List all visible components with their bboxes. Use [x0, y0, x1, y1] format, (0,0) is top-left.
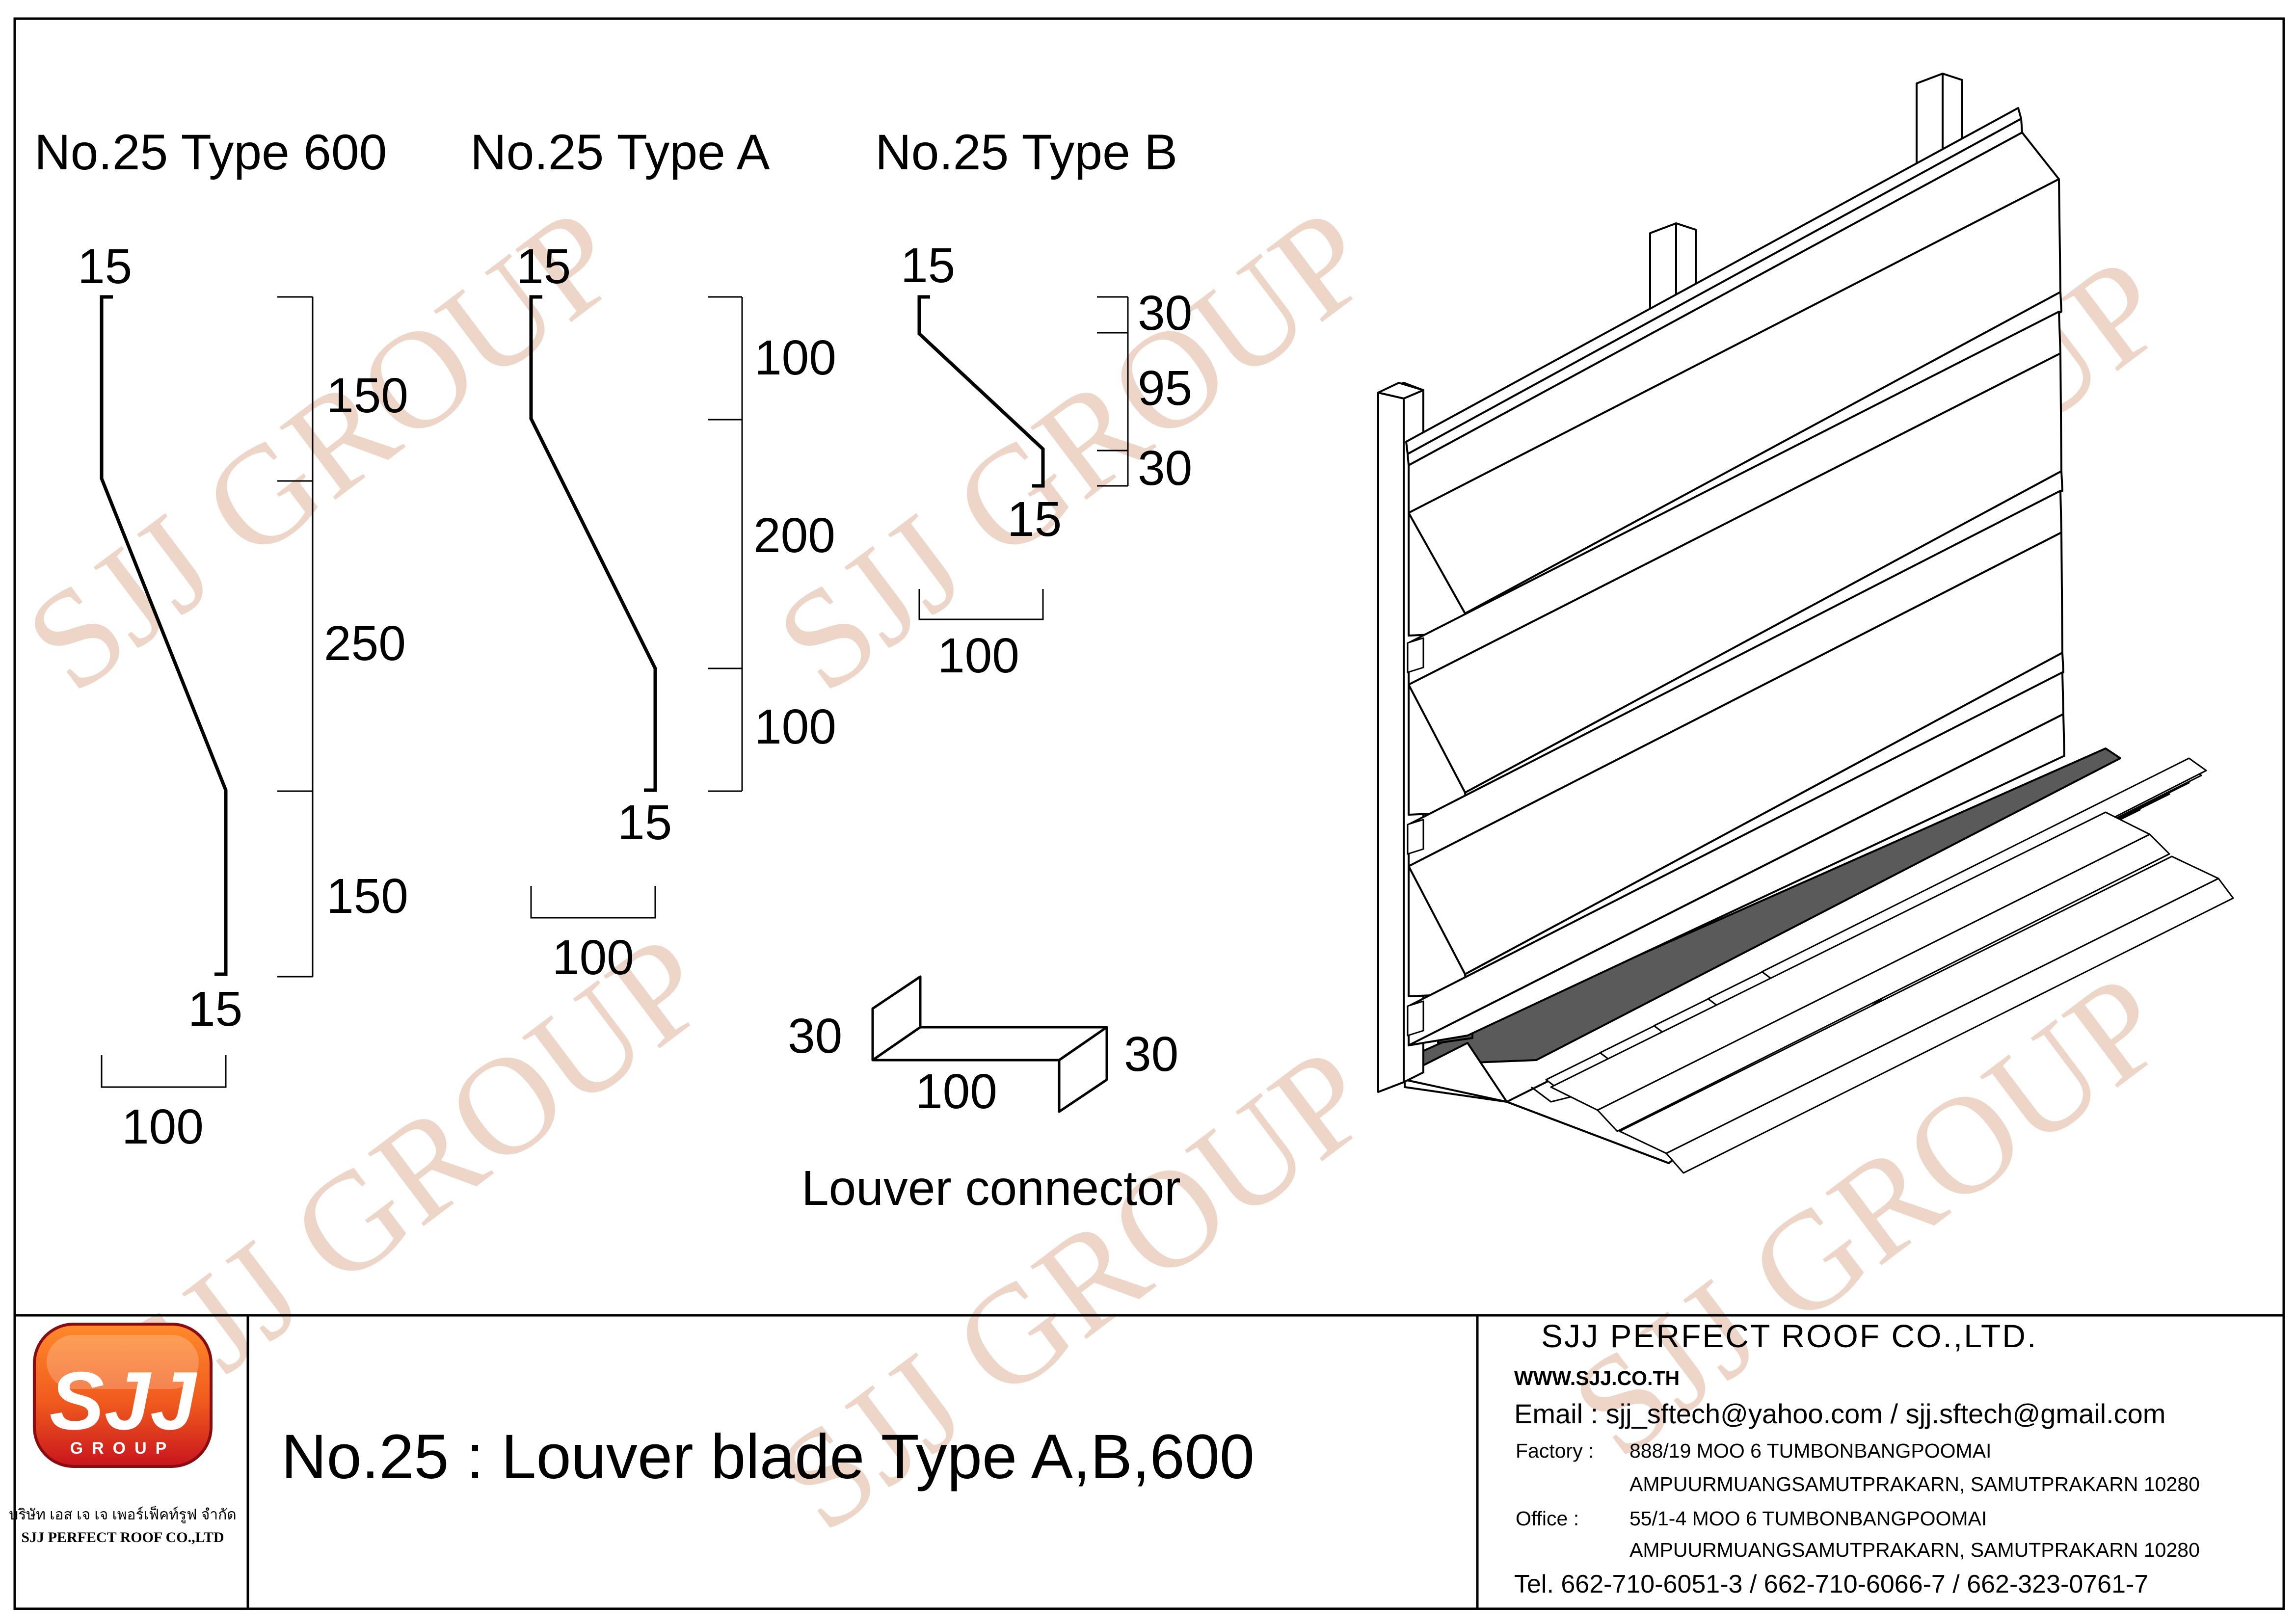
- segment-label-upper: 100: [754, 330, 836, 385]
- profile-title: No.25 Type B: [875, 124, 1177, 180]
- company-phone: Tel. 662-710-6051-3 / 662-710-6066-7 / 6…: [1514, 1570, 2148, 1598]
- lip-top-label: 15: [78, 239, 132, 294]
- blade-profile-line: [100, 295, 228, 976]
- segment-label-upper: 150: [326, 368, 408, 423]
- office-address-line1: 55/1-4 MOO 6 TUMBONBANGPOOMAI: [1629, 1507, 1987, 1530]
- logo-subtext: GROUP: [70, 1439, 176, 1458]
- blade-connectors: [1407, 637, 1424, 1037]
- drawing-title: No.25 : Louver blade Type A,B,600: [281, 1422, 1255, 1492]
- segment-label-upper: 30: [1138, 286, 1192, 341]
- profile-title: No.25 Type 600: [34, 124, 387, 180]
- width-label: 100: [122, 1099, 204, 1154]
- sheet-frame: [13, 17, 2285, 1610]
- blade-profile-line: [529, 295, 657, 792]
- connector-width-label: 100: [915, 1064, 997, 1119]
- logo-thai-name: บริษัท เอส เจ เจ เพอร์เฟ็คท์รูฟ จำกัด: [9, 1505, 237, 1523]
- width-label: 100: [552, 930, 634, 985]
- blade-profile-line: [917, 295, 1045, 488]
- profile-title: No.25 Type A: [470, 124, 770, 180]
- factory-address-line1: 888/19 MOO 6 TUMBONBANGPOOMAI: [1629, 1439, 1991, 1462]
- company-info: SJJ PERFECT ROOF CO.,LTD. WWW.SJJ.CO.TH …: [1514, 1318, 2200, 1598]
- louver-blade: [1408, 671, 2065, 1046]
- connector-caption: Louver connector: [801, 1161, 1181, 1216]
- profile-type-a: No.25 Type A 15 100 200 100 15 100: [470, 124, 836, 985]
- office-label: Office :: [1516, 1507, 1579, 1530]
- connector-right-label: 30: [1124, 1027, 1178, 1082]
- watermark-text: SJJ GROUP: [749, 179, 1398, 721]
- lip-bottom-label: 15: [617, 795, 672, 850]
- lip-top-label: 15: [516, 239, 571, 294]
- segment-label-lower: 30: [1138, 441, 1192, 496]
- logo-english-name: SJJ PERFECT ROOF CO.,LTD: [21, 1529, 224, 1545]
- segment-label-middle: 200: [753, 508, 835, 563]
- louver-connector: 30 100 30 Louver connector: [788, 975, 1181, 1216]
- dimension-lines: [918, 296, 1129, 620]
- segment-label-middle: 250: [324, 616, 406, 671]
- profile-type-600: No.25 Type 600 15 150 250 150 15 100: [34, 124, 408, 1154]
- factory-label: Factory :: [1516, 1439, 1594, 1462]
- connector-left-label: 30: [788, 1009, 842, 1064]
- lip-bottom-label: 15: [188, 982, 242, 1037]
- width-label: 100: [937, 628, 1019, 683]
- company-name: SJJ PERFECT ROOF CO.,LTD.: [1541, 1318, 2037, 1354]
- roof-ribs: [1550, 811, 2234, 1174]
- lip-top-label: 15: [901, 238, 955, 293]
- profile-type-b: No.25 Type B 15 30 95 30 15 100: [875, 124, 1192, 683]
- segment-label-middle: 95: [1138, 361, 1192, 416]
- company-email: Email : sjj_sftech@yahoo.com / sjj.sftec…: [1514, 1398, 2165, 1429]
- office-address-line2: AMPUURMUANGSAMUTPRAKARN, SAMUTPRAKARN 10…: [1629, 1539, 2200, 1561]
- segment-label-lower: 150: [326, 869, 408, 924]
- lip-bottom-label: 15: [1007, 492, 1062, 547]
- segment-label-lower: 100: [754, 699, 836, 754]
- base-channel: [1404, 1079, 1669, 1164]
- company-website: WWW.SJJ.CO.TH: [1514, 1367, 1680, 1389]
- logo-wordmark: SJJ: [50, 1355, 198, 1447]
- louver-isometric-view: [1377, 73, 2234, 1174]
- dimension-lines: [530, 296, 743, 919]
- dimension-lines: [101, 296, 314, 1088]
- company-logo: SJJ GROUP บริษัท เอส เจ เจ เพอร์เฟ็คท์รู…: [9, 1323, 237, 1545]
- factory-address-line2: AMPUURMUANGSAMUTPRAKARN, SAMUTPRAKARN 10…: [1629, 1473, 2200, 1495]
